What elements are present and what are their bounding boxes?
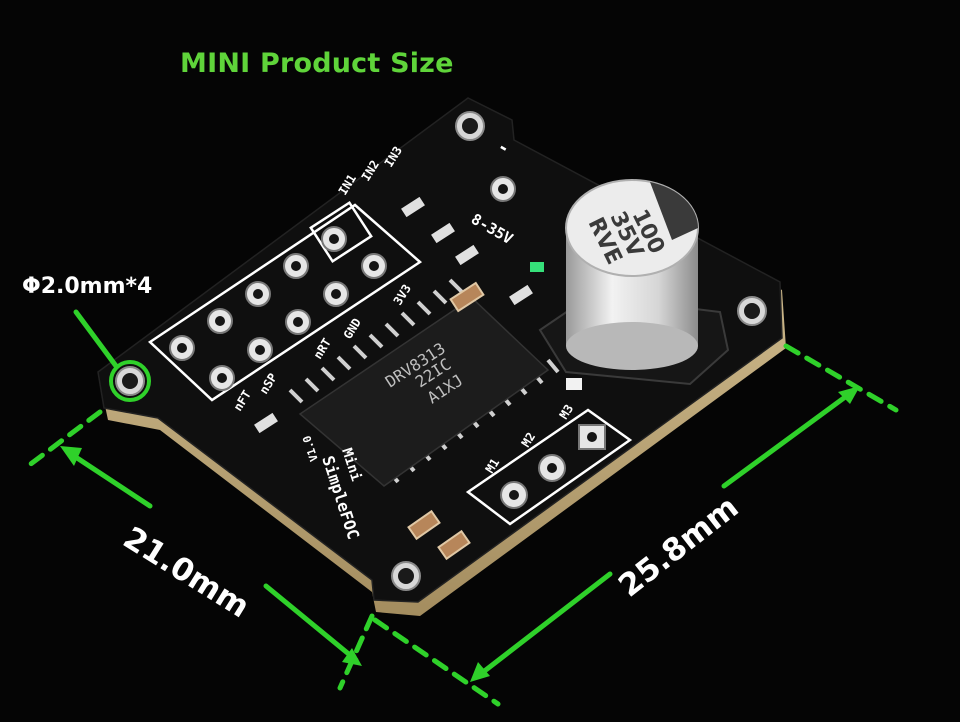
- capacitor: 100 35V RVE: [538, 179, 730, 386]
- mounting-hole-label: Φ2.0mm*4: [22, 274, 153, 299]
- dimension-line-width: [65, 449, 153, 509]
- mounting-holes: [115, 111, 767, 591]
- header-outline: [147, 203, 423, 402]
- extension-line: [25, 409, 103, 469]
- motor-label: M2: [519, 430, 539, 450]
- driver-chip: DRV8313 22IC A1XJ: [288, 278, 560, 487]
- dimension-annotations: [25, 309, 899, 707]
- page-title: MINI Product Size: [180, 48, 454, 79]
- motor-pads: [465, 408, 633, 526]
- extension-line: [372, 617, 501, 707]
- hole-leader-line: [73, 309, 119, 369]
- extension-line: [783, 343, 899, 413]
- smd-components: [254, 196, 582, 561]
- dimension-line-length: [475, 571, 613, 679]
- motor-label: M3: [557, 402, 577, 422]
- dimension-arrowheads: [60, 386, 860, 682]
- dimension-line-length: [721, 389, 855, 489]
- motor-labels: M1 M2 M3: [483, 402, 577, 476]
- motor-label: M1: [483, 456, 503, 476]
- highlighted-hole-ring: [109, 360, 151, 402]
- dimension-line-width: [263, 583, 359, 663]
- extension-line: [337, 613, 375, 691]
